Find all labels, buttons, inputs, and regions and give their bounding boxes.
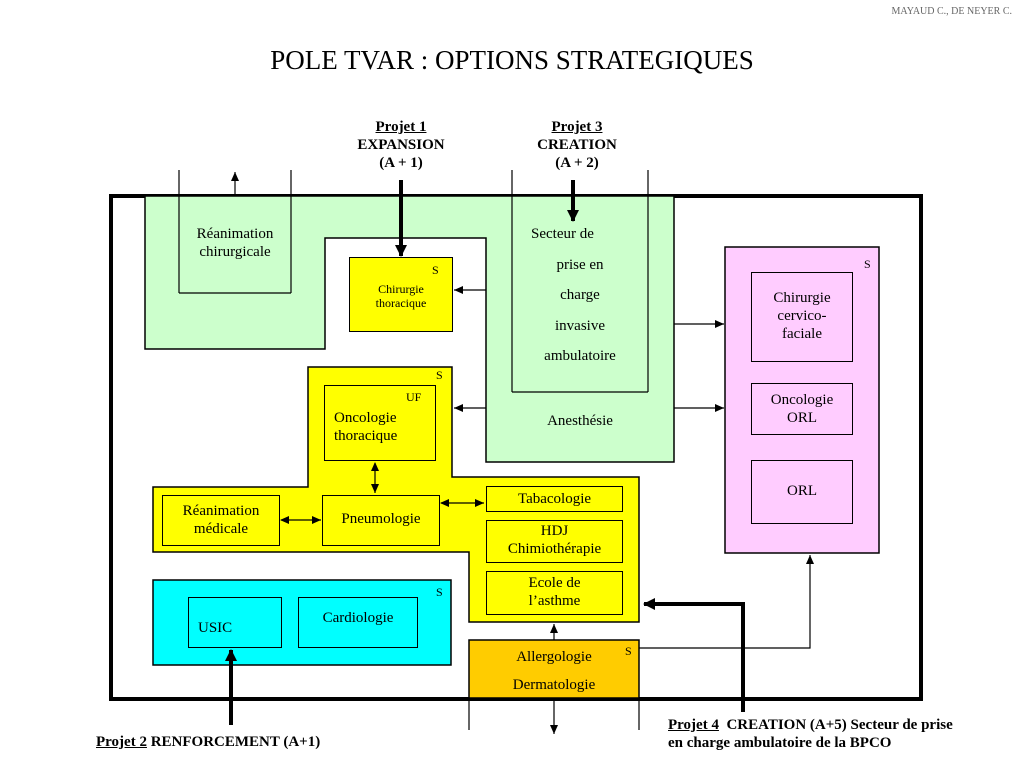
hdj-line2: Chimiothérapie	[507, 541, 602, 557]
chir-thor-box	[349, 257, 453, 332]
projet1-time: (A + 1)	[379, 155, 423, 171]
rea-med-box	[162, 495, 280, 546]
onco-orl-line1: Oncologie	[770, 392, 834, 408]
chir-thor-line1: Chirurgie	[378, 282, 424, 296]
chir-thor-line2: thoracique	[375, 296, 427, 311]
projet4-arrow	[643, 598, 745, 712]
projet3-time: (A + 2)	[555, 155, 599, 171]
ecole-line1: Ecole de	[528, 575, 581, 591]
rea-med-line2: médicale	[193, 521, 249, 537]
hdj-box	[486, 520, 623, 563]
onco-thor-line1: Oncologie	[334, 410, 397, 426]
hdj-label: HDJ Chimiothérapie	[486, 522, 623, 558]
credit-text: MAYAUD C., DE NEYER C.	[891, 6, 1012, 17]
secteur-line3: charge	[560, 287, 600, 303]
ecole-label: Ecole de l’asthme	[486, 574, 623, 610]
secteur-line4: invasive	[555, 318, 605, 334]
rea-chir-line1: Réanimation	[196, 226, 274, 242]
projet4-name: Projet 4	[668, 717, 719, 733]
page-title: POLE TVAR : OPTIONS STRATEGIQUES	[270, 45, 754, 75]
pneumologie-label: Pneumologie	[341, 511, 421, 527]
cardiologie-box	[298, 597, 418, 648]
chir-cervico-line3: faciale	[782, 326, 822, 342]
yellow-region-tag: S	[436, 368, 443, 382]
tabacologie-label: Tabacologie	[517, 491, 592, 507]
onco-thor-box	[324, 385, 436, 461]
orl-label: ORL	[787, 483, 817, 499]
allergo-tag: S	[625, 644, 632, 658]
projet1-label: Projet 1 EXPANSION (A + 1)	[340, 118, 462, 172]
pneumologie-box	[322, 495, 440, 546]
chir-cervico-box	[751, 272, 853, 362]
anesthesie-label: Anesthésie	[547, 413, 613, 429]
pink-region-tag: S	[864, 257, 871, 271]
allergo-to-pink-arrow	[639, 555, 814, 649]
orl-box	[751, 460, 853, 524]
ecole-line2: l’asthme	[528, 593, 581, 609]
allergo-line2: Dermatologie	[512, 677, 596, 693]
secteur-line2: prise en	[556, 257, 604, 273]
secteur-line5: ambulatoire	[544, 348, 616, 364]
projet2-label: Projet 2 RENFORCEMENT (A+1)	[96, 733, 320, 751]
usic-label: USIC	[198, 620, 233, 636]
chir-thor-label: Chirurgie thoracique	[349, 282, 453, 311]
secteur-line1: Secteur de	[531, 226, 594, 242]
chir-cervico-line2: cervico-	[777, 308, 827, 324]
projet4-label: Projet 4 CREATION (A+5) Secteur de prise…	[668, 716, 953, 752]
projet3-label: Projet 3 CREATION (A + 2)	[516, 118, 638, 172]
onco-thor-line2: thoracique	[334, 428, 398, 444]
chir-cervico-label: Chirurgie cervico- faciale	[751, 289, 853, 343]
projet4-desc1: CREATION (A+5) Secteur de prise	[718, 717, 953, 733]
projet1-name: Projet 1	[375, 119, 427, 135]
onco-thor-tag: UF	[406, 390, 422, 404]
projet3-type: CREATION	[537, 137, 617, 153]
onco-thor-label: Oncologie thoracique	[334, 409, 397, 445]
onco-orl-label: Oncologie ORL	[751, 391, 853, 427]
ecole-box	[486, 571, 623, 615]
onco-orl-box	[751, 383, 853, 435]
onco-orl-line2: ORL	[787, 410, 817, 426]
rea-med-label: Réanimation médicale	[162, 502, 280, 538]
allergo-line1: Allergologie	[516, 649, 592, 665]
tabacologie-box	[486, 486, 623, 512]
projet4-desc2: en charge ambulatoire de la BPCO	[668, 735, 892, 751]
green-region	[144, 195, 675, 463]
rea-chir-line2: chirurgicale	[199, 244, 271, 260]
chir-thor-tag: S	[432, 263, 439, 277]
projet2-desc: RENFORCEMENT (A+1)	[146, 734, 321, 750]
rea-med-line1: Réanimation	[182, 503, 260, 519]
cardiologie-label: Cardiologie	[322, 610, 394, 626]
projet3-name: Projet 3	[551, 119, 603, 135]
chir-cervico-line1: Chirurgie	[773, 290, 831, 306]
rea-chir-label: Réanimation chirurgicale	[179, 225, 291, 261]
projet2-name: Projet 2	[96, 734, 147, 750]
projet1-type: EXPANSION	[357, 137, 445, 153]
cyan-region-tag: S	[436, 585, 443, 599]
hdj-line1: HDJ	[540, 523, 569, 539]
usic-box	[188, 597, 282, 648]
